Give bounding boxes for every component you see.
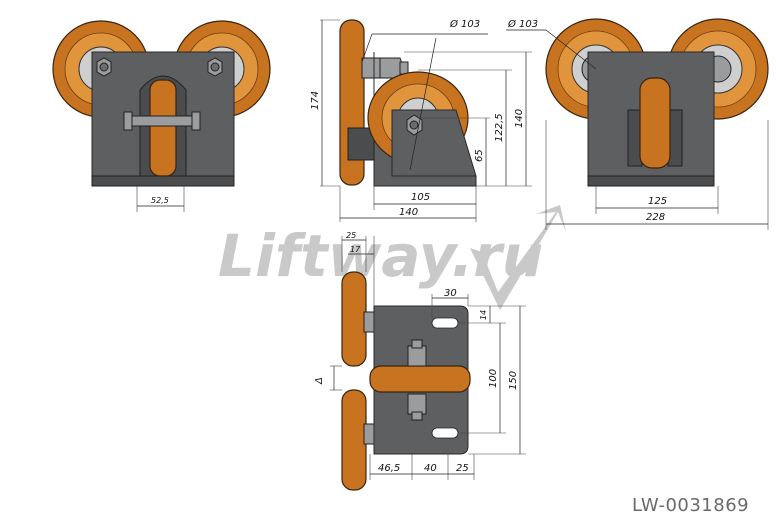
dim-125: 125 xyxy=(648,196,667,207)
dim-52-5: 52,5 xyxy=(151,196,169,205)
dim-46-5: 46,5 xyxy=(378,463,400,474)
plan-middle-wheel xyxy=(369,365,471,393)
dim-dia-103-b: Ø 103 xyxy=(507,18,538,30)
dim-228: 228 xyxy=(646,212,665,223)
watermark-arrow xyxy=(470,205,566,310)
side-view: 105 140 174 140 122,5 65 Ø 103 xyxy=(310,18,532,222)
dim-65: 65 xyxy=(474,149,485,162)
dim-105: 105 xyxy=(411,192,430,203)
dim-40: 40 xyxy=(424,463,437,474)
dim-150: 150 xyxy=(508,371,519,390)
dim-17: 17 xyxy=(350,245,361,254)
rear-center-wheel xyxy=(639,77,671,169)
dim-14: 14 xyxy=(479,310,488,320)
dim-delta: Δ xyxy=(314,377,325,385)
plan-upper-wheel xyxy=(341,271,367,367)
drawing-code: LW-0031869 xyxy=(632,495,749,516)
dim-140-v: 140 xyxy=(514,109,525,128)
dim-174: 174 xyxy=(310,91,321,110)
watermark-text: Liftway.ru xyxy=(218,222,543,290)
dim-122-5: 122,5 xyxy=(494,113,505,142)
rear-view: 125 228 Ø 103 xyxy=(506,18,769,230)
dim-140-h: 140 xyxy=(399,207,418,218)
plan-view: 25 17 30 14 100 150 Δ 46,5 40 25 xyxy=(314,231,526,491)
front-center-wheel xyxy=(149,79,177,177)
dim-25-top: 25 xyxy=(346,231,356,240)
dim-25-bot: 25 xyxy=(456,463,469,474)
plan-lower-wheel xyxy=(341,389,367,491)
dim-100: 100 xyxy=(488,369,499,388)
dim-dia-103-a: Ø 103 xyxy=(449,18,480,30)
dim-30: 30 xyxy=(444,288,457,299)
front-view: 52,5 xyxy=(52,20,271,212)
